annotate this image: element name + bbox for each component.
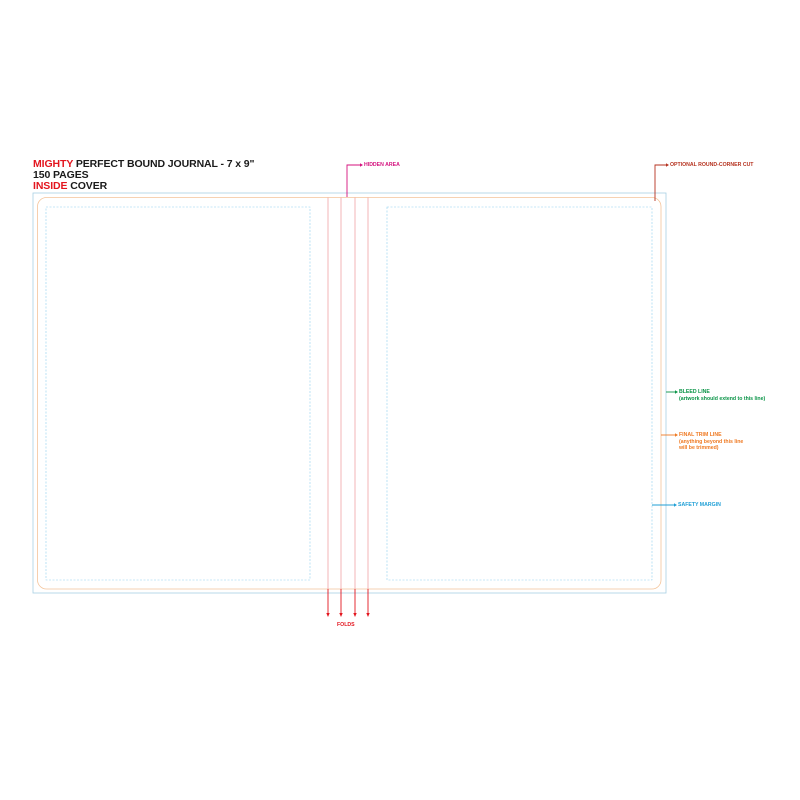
hidden-area-arrow (360, 163, 363, 167)
title-side: INSIDE COVER (33, 181, 254, 192)
title-side-rest: COVER (67, 180, 108, 192)
title-pages: 150 PAGES (33, 169, 89, 181)
bleed-line-callout: BLEED LINE (artwork should extend to thi… (679, 389, 765, 402)
safety-margin-left-page (45, 206, 311, 581)
bleed-arrow (675, 390, 678, 394)
bleed-line-label: BLEED LINE (679, 389, 710, 395)
safety-arrow (674, 503, 677, 507)
folds-label: FOLDS (337, 622, 355, 628)
trim-line-callout: FINAL TRIM LINE (anything beyond this li… (679, 432, 743, 452)
trim-line-note-1: (anything beyond this line (679, 438, 744, 445)
round-corner-arrow (666, 163, 669, 167)
bleed-line-note: (artwork should extend to this line) (679, 395, 766, 402)
round-corner-leader (654, 164, 666, 201)
trim-line-note-2: will be trimmed) (679, 445, 719, 451)
trim-outline (37, 197, 662, 590)
bleed-outline (32, 192, 667, 594)
trim-arrow (675, 433, 678, 437)
title-product-name: PERFECT BOUND JOURNAL - 7 x 9" (73, 158, 255, 170)
title-block: MIGHTY PERFECT BOUND JOURNAL - 7 x 9" 15… (33, 158, 255, 192)
title-brand: MIGHTY (33, 158, 74, 170)
hidden-area-leader (346, 164, 360, 197)
safety-margin-label: SAFETY MARGIN (678, 502, 721, 508)
hidden-area-label: HIDDEN AREA (364, 161, 400, 168)
trim-line-label: FINAL TRIM LINE (679, 432, 722, 438)
safety-margin-right-page (386, 206, 653, 581)
fold-arrows (326, 589, 370, 617)
title-side-accent: INSIDE (33, 180, 68, 192)
round-corner-label: OPTIONAL ROUND-CORNER CUT (670, 161, 754, 168)
title-product: MIGHTY PERFECT BOUND JOURNAL - 7 x 9" (33, 158, 255, 170)
